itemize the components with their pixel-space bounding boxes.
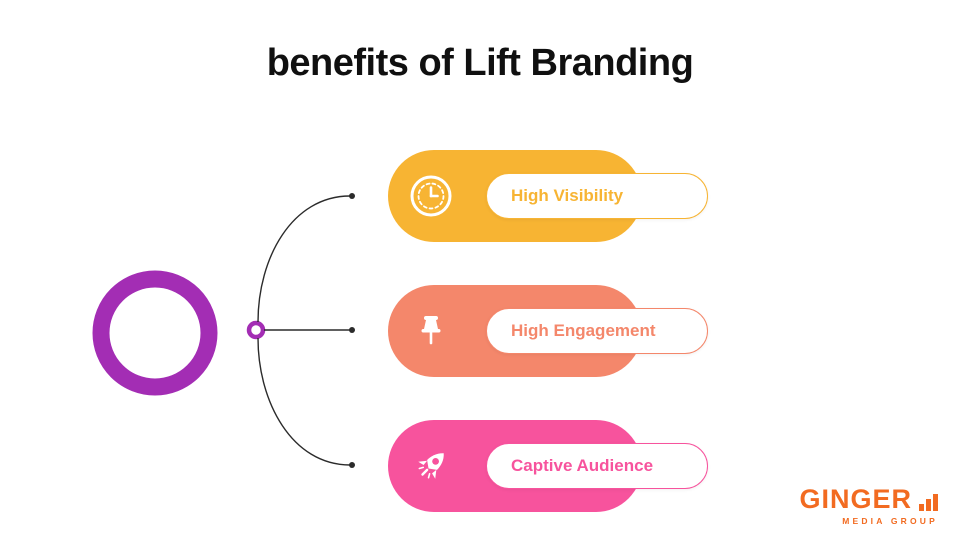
branch-node <box>246 320 266 340</box>
benefit-item-captive-audience: Captive Audience <box>388 420 708 512</box>
benefit-label: High Engagement <box>511 321 656 340</box>
ginger-media-group-logo: GINGER MEDIA GROUP <box>799 486 938 526</box>
connector-bottom <box>257 337 351 466</box>
benefit-label-pill: Captive Audience <box>486 443 708 489</box>
benefit-item-high-engagement: High Engagement <box>388 285 708 377</box>
connector-top <box>257 195 351 323</box>
benefit-label-pill: High Engagement <box>486 308 708 354</box>
benefit-label: High Visibility <box>511 186 624 205</box>
benefit-label: Captive Audience <box>511 456 654 475</box>
clock-icon <box>408 173 454 219</box>
benefit-item-high-visibility: High Visibility <box>388 150 708 242</box>
bar-chart-icon <box>919 494 938 513</box>
pushpin-icon <box>408 308 454 354</box>
connector-end-dot <box>349 462 355 468</box>
purple-ring <box>92 270 218 396</box>
connector-end-dot <box>349 193 355 199</box>
logo-wordmark: GINGER <box>799 484 912 514</box>
benefit-label-pill: High Visibility <box>486 173 708 219</box>
page-title: benefits of Lift Branding <box>266 42 694 84</box>
connector-end-dot <box>349 327 355 333</box>
rocket-icon <box>408 443 454 489</box>
logo-subtitle: MEDIA GROUP <box>842 516 938 526</box>
